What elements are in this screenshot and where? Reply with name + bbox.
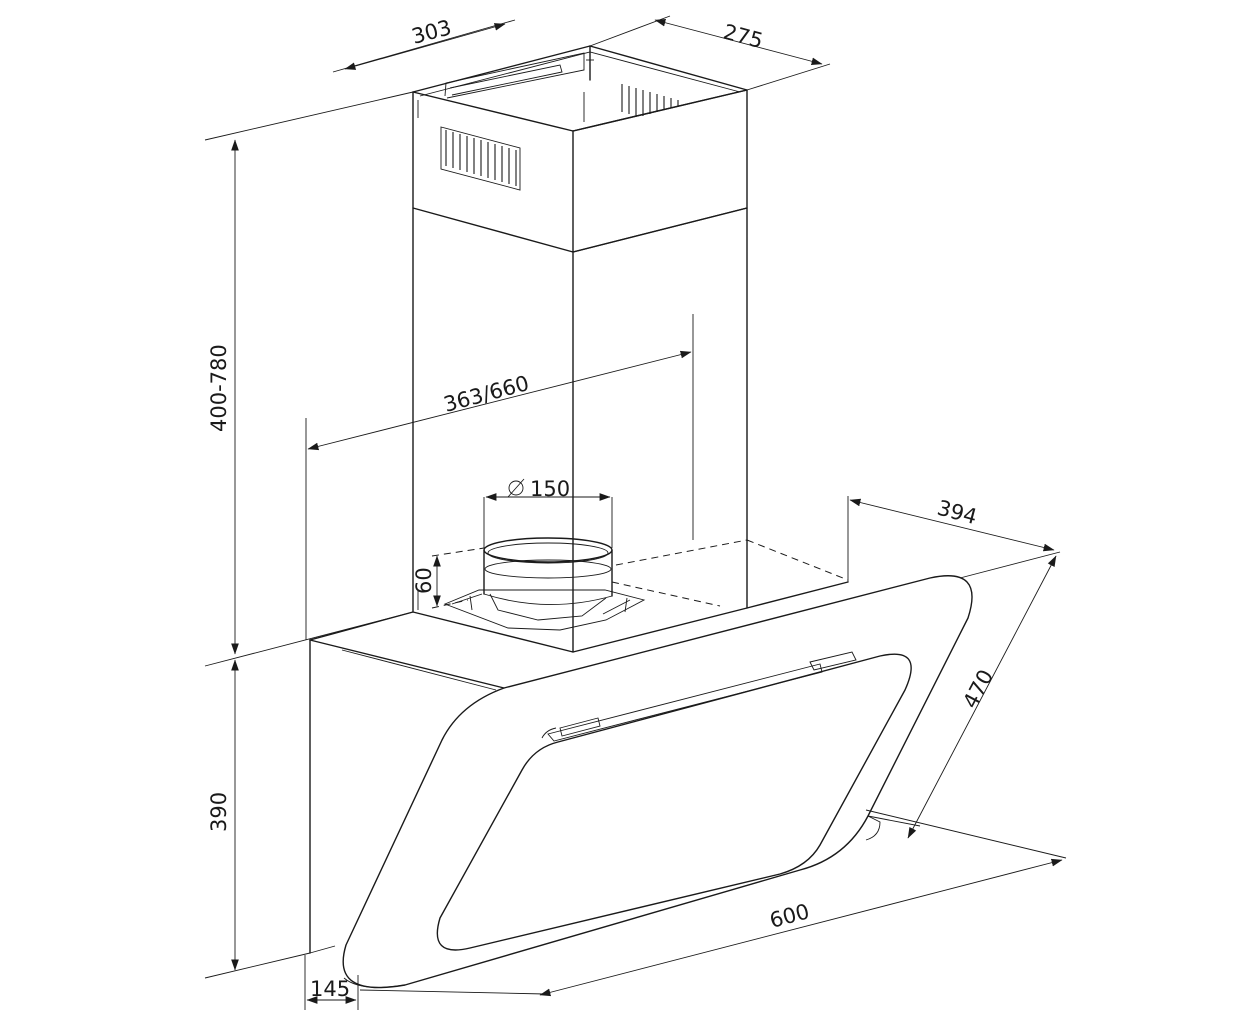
dim-glass-height: 470 <box>867 555 1057 839</box>
duct-outlet <box>443 537 646 631</box>
label-470: 470 <box>958 666 998 713</box>
vent-slots-front <box>440 126 521 191</box>
chimney-upper-side <box>572 89 748 253</box>
label-363-660: 363/660 <box>441 371 531 417</box>
label-150: 150 <box>530 477 570 501</box>
chimney-upper-top <box>412 45 748 132</box>
label-275: 275 <box>721 20 766 54</box>
chimney-lower-side <box>572 207 748 653</box>
label-390: 390 <box>207 792 231 832</box>
outlet-ring-top <box>483 537 613 563</box>
dim-outlet-height: 60 <box>412 555 441 607</box>
dim-bottom-depth: 145 <box>304 955 359 1010</box>
chimney-upper-front <box>412 91 574 253</box>
chimney <box>412 45 748 653</box>
glass-panel-window <box>436 653 912 951</box>
dim-outlet-diameter: 150 <box>483 477 613 548</box>
dim-chimney-depth: 275 <box>589 15 831 91</box>
dim-hood-depth: 394 <box>847 496 1061 582</box>
diameter-icon <box>507 478 525 498</box>
dim-hood-width: 600 <box>539 809 1067 997</box>
vent-slots-back <box>621 84 679 116</box>
control-strip <box>547 663 823 742</box>
label-145: 145 <box>310 977 350 1001</box>
label-60: 60 <box>412 567 436 594</box>
label-394: 394 <box>935 496 980 530</box>
label-600: 600 <box>767 899 812 933</box>
label-400-780: 400-780 <box>207 344 231 432</box>
dim-bracket-range: 363/660 <box>305 314 694 640</box>
dim-chimney-height: 400-780 <box>204 139 414 667</box>
hood-body <box>309 539 973 995</box>
label-303: 303 <box>409 15 454 49</box>
dim-hood-height: 390 <box>204 659 311 979</box>
